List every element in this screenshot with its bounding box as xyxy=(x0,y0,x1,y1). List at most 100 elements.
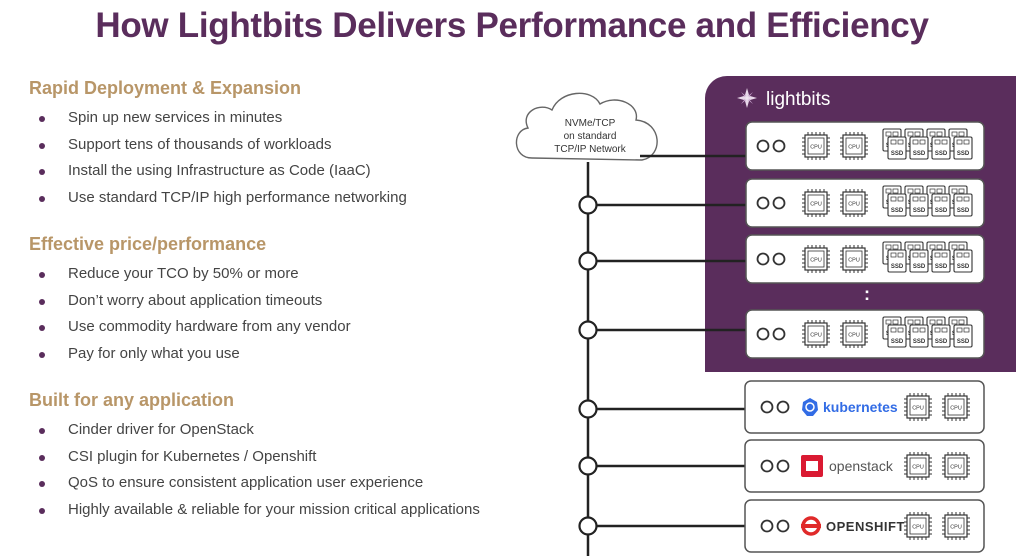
port-icon xyxy=(776,519,790,533)
cpu-label: CPU xyxy=(810,258,822,264)
list-item: Cinder driver for OpenStack xyxy=(25,417,480,444)
client-name-label: kubernetes xyxy=(823,399,898,415)
ssd-label: SSD xyxy=(913,208,926,214)
cpu-chip-icon: CPU xyxy=(903,511,933,541)
section-price-performance: Effective price/performance Reduce your … xyxy=(25,234,351,367)
list-item: Pay for only what you use xyxy=(25,341,351,368)
list-item: Reduce your TCO by 50% or more xyxy=(25,261,351,288)
port-icon xyxy=(776,400,790,414)
ssd-card-icon: SSD xyxy=(909,249,929,273)
cpu-chip-icon: CPU xyxy=(941,392,971,422)
openshift-icon xyxy=(801,516,821,536)
port-icon xyxy=(776,459,790,473)
cpu-chip-icon: CPU xyxy=(839,319,869,349)
ssd-card-icon: SSD xyxy=(909,193,929,217)
network-junction-icon xyxy=(578,320,598,340)
section-heading: Built for any application xyxy=(29,390,235,410)
cpu-chip-icon: CPU xyxy=(801,131,831,161)
ssd-label: SSD xyxy=(913,264,926,270)
cpu-label: CPU xyxy=(950,406,962,412)
cpu-chip-icon: CPU xyxy=(839,188,869,218)
ssd-label: SSD xyxy=(957,208,970,214)
ssd-label: SSD xyxy=(891,151,904,157)
cpu-label: CPU xyxy=(912,406,924,412)
cpu-label: CPU xyxy=(950,465,962,471)
network-junction-icon xyxy=(578,456,598,476)
port-icon xyxy=(760,519,774,533)
list-item: CSI plugin for Kubernetes / Openshift xyxy=(25,444,480,471)
port-icon xyxy=(760,400,774,414)
storage-server-node: CPUCPUSSDSSDSSDSSDSSDSSDSSDSSD xyxy=(745,121,985,171)
cpu-label: CPU xyxy=(848,145,860,151)
lightbits-logo-icon xyxy=(737,88,757,108)
cloud-label-line-2: on standard xyxy=(564,131,617,142)
port-icon xyxy=(772,252,786,266)
port-icon xyxy=(756,252,770,266)
cpu-label: CPU xyxy=(810,333,822,339)
ssd-card-icon: SSD xyxy=(931,324,951,348)
list-item: Highly available & reliable for your mis… xyxy=(25,497,480,524)
cpu-chip-icon: CPU xyxy=(903,451,933,481)
cpu-chip-icon: CPU xyxy=(839,244,869,274)
cpu-label: CPU xyxy=(848,202,860,208)
bullet-list: Cinder driver for OpenStack CSI plugin f… xyxy=(25,417,480,523)
cpu-label: CPU xyxy=(950,525,962,531)
ssd-label: SSD xyxy=(913,151,926,157)
ssd-label: SSD xyxy=(891,264,904,270)
cpu-chip-icon: CPU xyxy=(801,319,831,349)
port-icon xyxy=(772,139,786,153)
section-rapid-deployment: Rapid Deployment & Expansion Spin up new… xyxy=(25,78,407,211)
openstack-icon xyxy=(801,455,823,477)
network-junction-icon xyxy=(578,399,598,419)
ssd-card-icon: SSD xyxy=(931,249,951,273)
cpu-chip-icon: CPU xyxy=(839,131,869,161)
client-chassis xyxy=(744,499,985,553)
cpu-chip-icon: CPU xyxy=(801,244,831,274)
cpu-label: CPU xyxy=(810,202,822,208)
ssd-label: SSD xyxy=(913,339,926,345)
storage-server-node: CPUCPUSSDSSDSSDSSDSSDSSDSSDSSD xyxy=(745,234,985,284)
ssd-card-icon: SSD xyxy=(909,136,929,160)
ssd-label: SSD xyxy=(957,264,970,270)
client-node-openstack: openstack CPU CPU xyxy=(744,439,985,493)
kubernetes-icon xyxy=(802,398,818,416)
ssd-card-icon: SSD xyxy=(953,193,973,217)
ssd-card-icon: SSD xyxy=(909,324,929,348)
port-icon xyxy=(756,196,770,210)
cloud-label-line-1: NVMe/TCP xyxy=(565,118,616,129)
cpu-label: CPU xyxy=(848,333,860,339)
ssd-label: SSD xyxy=(957,339,970,345)
network-junction-icon xyxy=(578,195,598,215)
list-item: Don’t worry about application timeouts xyxy=(25,288,351,315)
ssd-card-icon: SSD xyxy=(931,193,951,217)
client-name-label: openstack xyxy=(829,458,894,474)
ssd-card-icon: SSD xyxy=(953,136,973,160)
client-chassis xyxy=(744,439,985,493)
port-icon xyxy=(772,327,786,341)
network-junction-icon xyxy=(578,516,598,536)
ssd-card-icon: SSD xyxy=(887,249,907,273)
cpu-label: CPU xyxy=(912,465,924,471)
list-item: Use standard TCP/IP high performance net… xyxy=(25,185,407,212)
bullet-list: Spin up new services in minutes Support … xyxy=(25,105,407,211)
cpu-label: CPU xyxy=(810,145,822,151)
port-icon xyxy=(756,139,770,153)
list-item: QoS to ensure consistent application use… xyxy=(25,470,480,497)
network-cloud-icon xyxy=(515,92,658,161)
list-item: Install the using Infrastructure as Code… xyxy=(25,158,407,185)
cpu-chip-icon: CPU xyxy=(941,451,971,481)
cpu-chip-icon: CPU xyxy=(801,188,831,218)
client-name-label: OPENSHIFT xyxy=(826,519,905,534)
port-icon xyxy=(772,196,786,210)
port-icon xyxy=(760,459,774,473)
more-nodes-ellipsis: : xyxy=(864,284,870,304)
cloud-label-line-3: TCP/IP Network xyxy=(554,144,626,155)
list-item: Support tens of thousands of workloads xyxy=(25,132,407,159)
ssd-label: SSD xyxy=(891,208,904,214)
ssd-card-icon: SSD xyxy=(887,324,907,348)
port-icon xyxy=(756,327,770,341)
client-node-kubernetes: kubernetes CPU CPU xyxy=(744,380,985,434)
page-title: How Lightbits Delivers Performance and E… xyxy=(95,6,929,45)
